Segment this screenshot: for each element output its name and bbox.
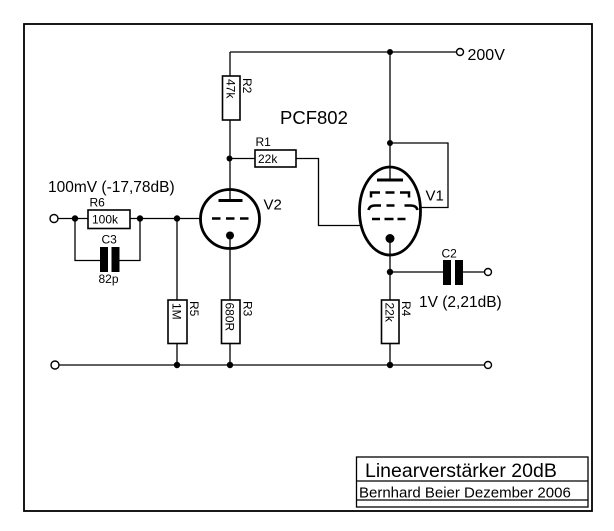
output-terminal <box>483 267 493 277</box>
schematic-author: Bernhard Beier Dezember 2006 <box>359 485 571 502</box>
r5-value-label: 1M <box>170 303 184 320</box>
output-level-label: 1V (2,21dB) <box>419 294 502 311</box>
input-terminal <box>49 213 59 224</box>
ground-terminal-left <box>50 360 60 370</box>
title-block: Linearverstärker 20dB Bernhard Beier Dez… <box>355 456 589 508</box>
r4-ref-label: R4 <box>399 301 413 317</box>
resistor-r6-body <box>87 209 131 230</box>
tube-type-label: PCF802 <box>280 107 348 128</box>
resistor-r2-body <box>221 75 241 121</box>
capacitor-c2-plate-right <box>455 260 463 285</box>
capacitor-c3-plate-right <box>111 247 120 272</box>
resistor-r4-body <box>380 299 400 345</box>
input-level-label: 100mV (-17,78dB) <box>48 179 175 196</box>
v1-grid3-row <box>369 191 411 198</box>
r3-value-label: 680R <box>223 303 237 332</box>
c3-ref-label: C3 <box>102 233 118 247</box>
resistor-r3-body <box>220 299 241 345</box>
wire-c3-right <box>119 218 141 262</box>
resistor-r5-body <box>167 299 188 345</box>
r6-value-label: 100k <box>92 213 119 227</box>
title-block-border <box>355 456 589 508</box>
c2-ref-label: C2 <box>442 247 458 261</box>
r4-value-label: 22k <box>383 303 397 323</box>
v1-screen-grid-row <box>367 204 419 211</box>
supply-voltage-label: 200V <box>468 47 506 64</box>
r2-ref-label: R2 <box>240 78 254 94</box>
v2-cathode-dot <box>226 231 234 240</box>
capacitor-c2-plate-left <box>443 260 451 285</box>
r2-value-label: 47k <box>224 79 238 99</box>
r6-ref-label: R6 <box>90 196 106 210</box>
schematic-title: Linearverstärker 20dB <box>365 460 557 482</box>
tube-v1-label: V1 <box>426 188 444 205</box>
c3-value-label: 82p <box>99 272 119 286</box>
tube-v2-label: V2 <box>264 197 282 214</box>
junction-dots <box>71 49 394 369</box>
supply-terminal <box>455 47 465 57</box>
capacitor-c3-plate-left <box>100 247 108 272</box>
r1-ref-label: R1 <box>256 135 272 149</box>
ground-terminal-right <box>483 360 493 370</box>
drawing-border <box>23 23 593 512</box>
resistor-r1-body <box>254 149 297 168</box>
r1-value-label: 22k <box>258 152 278 166</box>
r3-ref-label: R3 <box>241 301 255 317</box>
v1-cathode-dot <box>385 234 395 243</box>
wire-v1-screen-strap <box>390 142 449 209</box>
r5-ref-label: R5 <box>187 301 201 317</box>
wire-c3-left <box>74 218 100 262</box>
